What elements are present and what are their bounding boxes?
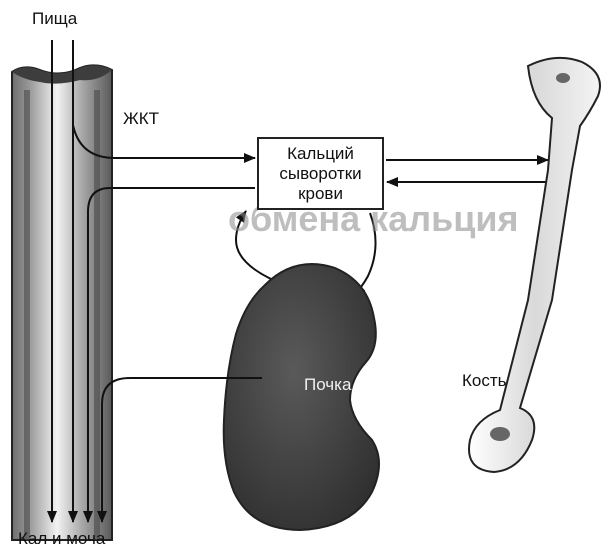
kidney-shape: [224, 264, 379, 530]
gi-tract-label: ЖКТ: [123, 110, 159, 127]
serum-calcium-line-3: крови: [298, 184, 343, 204]
serum-calcium-line-2: сыворотки: [279, 164, 361, 184]
bone-shape: [469, 58, 600, 472]
gi-tract-tube: [12, 65, 112, 540]
bone-label: Кость: [462, 372, 507, 389]
serum-calcium-box: Кальций сыворотки крови: [257, 137, 384, 210]
kidney-label: Почка: [304, 376, 351, 393]
serum-calcium-line-1: Кальций: [287, 144, 354, 164]
excretion-label: Кал и моча: [18, 530, 105, 547]
food-label: Пища: [32, 10, 77, 27]
